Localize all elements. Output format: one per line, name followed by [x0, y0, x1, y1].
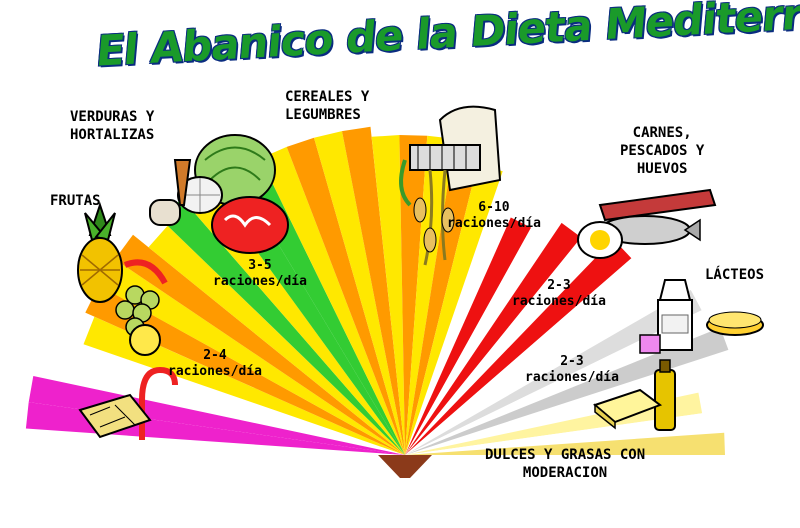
cereals-illustration	[399, 105, 502, 266]
fan-ray	[405, 222, 582, 455]
fan-ray	[405, 229, 607, 455]
portion-carnes: 2-3 raciones/día	[512, 278, 606, 310]
portion-frutas: 2-4 raciones/día	[168, 348, 262, 380]
fan-ray	[342, 126, 405, 456]
fan-ray	[83, 316, 405, 455]
label-cereales: CEREALES Y LEGUMBRES	[285, 89, 370, 123]
fan-ray	[28, 376, 405, 455]
fan-ray	[314, 131, 405, 455]
label-frutas: FRUTAS	[50, 193, 101, 209]
fan-ray	[405, 163, 503, 455]
portion-cereales: 6-10 raciones/día	[447, 200, 541, 232]
fan-ray	[405, 239, 632, 455]
fan-ray	[114, 234, 406, 455]
fan-ray	[148, 225, 405, 455]
portion-lacteos: 2-3 raciones/día	[525, 354, 619, 386]
fan-ray	[405, 327, 729, 455]
label-dulces: DULCES Y GRASAS CON MODERACION	[485, 447, 646, 481]
fan-ray	[85, 285, 406, 455]
portion-carnes-number: 2-3	[547, 278, 571, 293]
portion-lacteos-number: 2-3	[560, 354, 584, 369]
fan-ray	[405, 148, 480, 456]
portion-cereales-unit: raciones/día	[447, 216, 541, 231]
meats-illustration	[577, 188, 717, 259]
fruits-illustration	[77, 201, 168, 356]
sweets-fats-illustration	[593, 359, 676, 431]
portion-carnes-unit: raciones/día	[512, 294, 606, 309]
fan-ray	[405, 310, 711, 455]
portion-lacteos-unit: raciones/día	[525, 370, 619, 385]
label-carnes: CARNES, PESCADOS Y HUEVOS	[620, 125, 705, 177]
fan-ray	[260, 146, 405, 455]
label-lacteos: LÁCTEOS	[705, 267, 765, 283]
candy-illustration	[78, 366, 178, 440]
fan-ray	[405, 290, 702, 455]
portion-verduras: 3-5 raciones/día	[213, 258, 307, 290]
portion-verduras-number: 3-5	[248, 258, 272, 273]
portion-frutas-unit: raciones/día	[168, 364, 262, 379]
fan-ray	[405, 217, 532, 455]
fan-ray	[286, 137, 405, 456]
vegetables-illustration	[149, 134, 289, 254]
label-verduras: VERDURAS Y HORTALIZAS	[70, 109, 155, 143]
fan-ray	[160, 198, 405, 455]
dairy-illustration	[639, 279, 764, 354]
fan-handle	[378, 455, 432, 478]
fan-ray	[107, 264, 405, 455]
portion-frutas-number: 2-4	[203, 348, 227, 363]
fan-ray	[405, 411, 715, 455]
fan-ray	[371, 135, 405, 455]
portion-cereales-number: 6-10	[478, 200, 510, 215]
fan-rays	[25, 126, 729, 456]
fan-ray	[405, 218, 556, 455]
fan-ray	[405, 432, 725, 455]
fan-ray	[405, 251, 656, 455]
portion-verduras-unit: raciones/día	[213, 274, 307, 289]
